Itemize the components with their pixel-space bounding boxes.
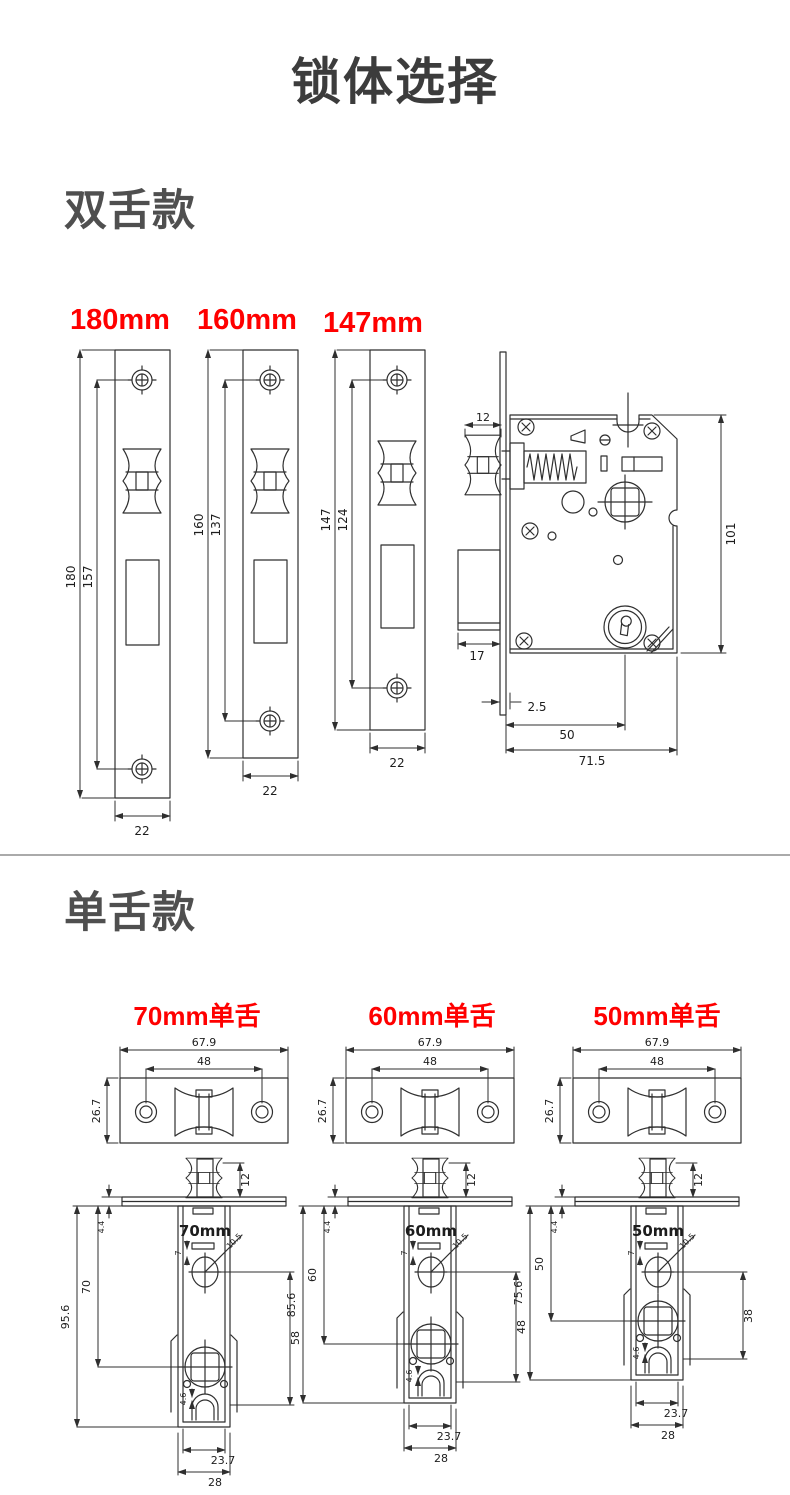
faceplate-180-drawing: 180 157 22 [64,349,171,838]
column-70mm-drawing: 67.9 48 26.7 70mm 10.5 7 [59,1036,302,1489]
dim-body-height: 101 [724,523,738,546]
double-tongue-diagram: 180 157 22 160 137 22 [64,349,738,838]
plate-label-180mm: 180mm [70,304,170,336]
dim-plate3-width: 22 [389,756,404,770]
dim-outer-width: 28 [208,1476,222,1489]
dim-plate2-screw-span: 137 [209,514,223,537]
dim-hole-offset: 7 [174,1250,183,1255]
dim-strike-height: 26.7 [316,1099,329,1124]
dim-plate-offset: 2.5 [527,700,546,714]
column-50mm-drawing: 67.9 48 26.7 50mm 10.5 7 [512,1036,755,1442]
dim-strike-width: 67.9 [418,1036,443,1049]
dim-plate1-screw-span: 157 [81,566,95,589]
dim-backset-50: 50 [533,1257,546,1271]
dim-backset-60: 60 [306,1268,319,1282]
dim-outer-width: 28 [434,1452,448,1465]
dim-latch-height: 12 [465,1173,478,1187]
dim-latch-height: 12 [692,1173,705,1187]
body-name-50mm: 50mm [632,1222,684,1240]
dim-strike-width: 67.9 [192,1036,217,1049]
dim-plate3-screw-span: 124 [336,509,350,532]
column-label-60mm: 60mm单舌 [368,1001,496,1031]
dim-notch: 4.6 [405,1370,414,1383]
dim-total-length-60: 85.6 [285,1293,298,1318]
dim-hole-offset: 7 [400,1250,409,1255]
dim-plate-gap: 4.4 [97,1221,106,1234]
section-divider [0,854,790,856]
dim-strike-hole-span: 48 [650,1055,664,1068]
plate-label-160mm: 160mm [197,304,297,336]
dim-hole-to-bottom-50: 38 [742,1309,755,1323]
lock-body-drawing: 12 17 101 2.5 50 71.5 [457,351,738,768]
dim-body-depth: 71.5 [579,754,606,768]
dim-plate2-length: 160 [192,514,206,537]
dim-latch-height: 12 [239,1173,252,1187]
faceplate-160-drawing: 160 137 22 [192,349,299,798]
dim-hole-offset: 7 [627,1250,636,1255]
body-name-70mm: 70mm [179,1222,231,1240]
dim-strike-hole-span: 48 [423,1055,437,1068]
dim-outer-width: 28 [661,1429,675,1442]
dim-total-length-50: 75.6 [512,1281,525,1306]
column-60mm-drawing: 67.9 48 26.7 60mm 10.5 7 [285,1036,528,1465]
dim-strike-height: 26.7 [543,1099,556,1124]
page-title: 锁体选择 [291,54,499,110]
dim-notch: 4.6 [632,1347,641,1360]
dim-plate-gap: 4.4 [323,1221,332,1234]
dim-strike-width: 67.9 [645,1036,670,1049]
section-heading-single: 单舌款 [64,889,196,937]
dim-backset-70: 70 [80,1280,93,1294]
single-tongue-diagram: 67.9 48 26.7 70mm 10.5 7 [59,1036,755,1489]
dim-inner-width: 23.7 [437,1430,462,1443]
dim-strike-height: 26.7 [90,1099,103,1124]
dim-backset: 50 [559,728,574,742]
dim-inner-width: 23.7 [664,1407,689,1420]
dim-notch: 4.6 [179,1393,188,1406]
dim-latch-width: 12 [476,411,490,424]
dim-plate2-width: 22 [262,784,277,798]
dim-hole-to-bottom-70: 58 [289,1331,302,1345]
section-heading-double: 双舌款 [64,187,196,235]
plate-label-147mm: 147mm [323,307,423,339]
dim-inner-width: 23.7 [211,1454,236,1467]
dim-plate1-width: 22 [134,824,149,838]
body-name-60mm: 60mm [405,1222,457,1240]
faceplate-147-drawing: 147 124 22 [319,349,426,770]
lock-body-dims: 12 17 101 2.5 50 71.5 [457,411,738,768]
column-label-50mm: 50mm单舌 [593,1001,721,1031]
dim-plate3-length: 147 [319,509,333,532]
dim-plate1-length: 180 [64,566,78,589]
column-label-70mm: 70mm单舌 [133,1001,261,1031]
dim-plate-gap: 4.4 [550,1221,559,1234]
dim-hole-to-bottom-60: 48 [515,1320,528,1334]
dim-total-length-70: 95.6 [59,1305,72,1330]
dim-deadbolt-depth: 17 [469,649,484,663]
dim-strike-hole-span: 48 [197,1055,211,1068]
